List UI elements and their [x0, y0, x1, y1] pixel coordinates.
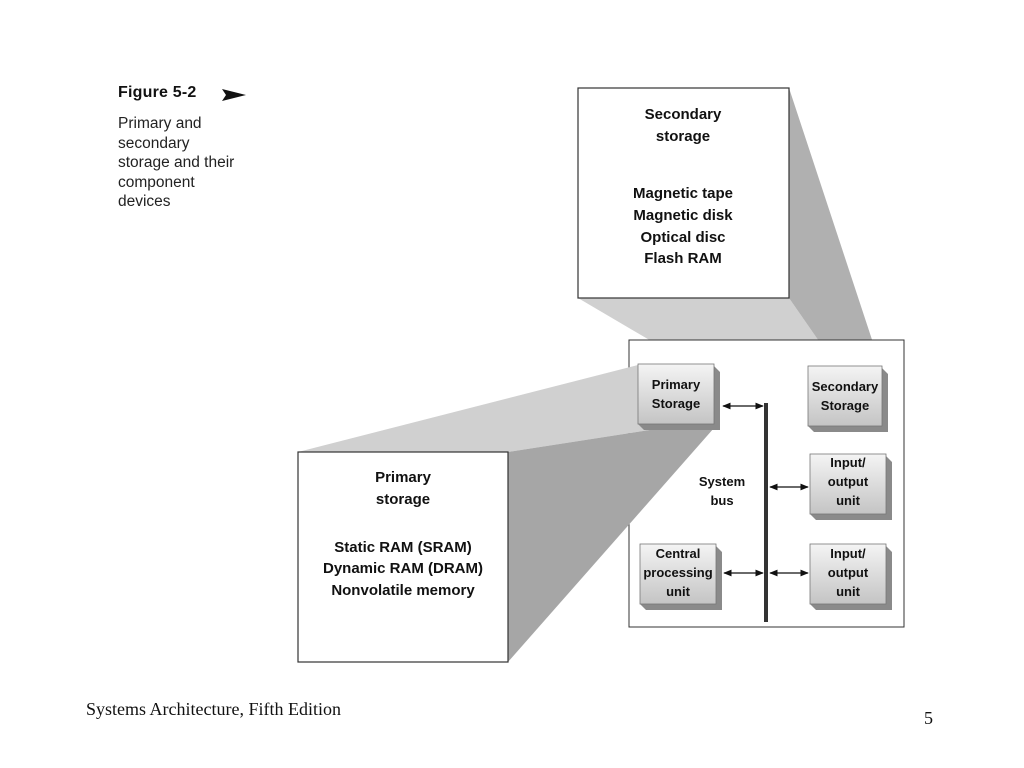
footer-book-title: Systems Architecture, Fifth Edition [86, 699, 341, 719]
cpu-block: Central processing unit [639, 543, 722, 610]
primary-callout-item: Static RAM (SRAM) [334, 539, 472, 556]
cpu-label: unit [666, 584, 690, 599]
secondary-storage-callout [577, 87, 790, 299]
primary-storage-label: Storage [652, 396, 700, 411]
figure-pointer-icon [222, 89, 246, 101]
page-number: 5 [924, 708, 933, 728]
system-bus-label: System [699, 474, 745, 489]
primary-callout-item: Nonvolatile memory [331, 582, 475, 599]
primary-callout-heading: Primary [375, 469, 432, 486]
figure-caption: Primary and secondary storage and their … [118, 114, 278, 212]
cpu-label: Central [656, 546, 701, 561]
primary-callout-item: Dynamic RAM (DRAM) [323, 560, 483, 577]
io-unit-label: output [828, 474, 869, 489]
io-unit-label: unit [836, 493, 860, 508]
cpu-label: processing [643, 565, 712, 580]
secondary-storage-label: Secondary [812, 379, 879, 394]
primary-callout-heading: storage [376, 491, 430, 508]
secondary-callout-heading: storage [656, 128, 710, 145]
primary-storage-callout [297, 451, 509, 663]
primary-storage-block: Primary Storage [637, 363, 720, 430]
io-unit-block: Input/ output unit [809, 543, 892, 610]
primary-storage-label: Primary [652, 377, 701, 392]
io-unit-block: Input/ output unit [809, 453, 892, 520]
secondary-callout-item: Magnetic tape [633, 185, 733, 202]
io-unit-label: Input/ [830, 455, 866, 470]
io-unit-label: unit [836, 584, 860, 599]
secondary-callout-item: Flash RAM [644, 250, 722, 267]
secondary-callout-heading: Secondary [645, 106, 722, 123]
system-bus [764, 403, 768, 622]
primary-projection-dark [508, 420, 714, 662]
caption-line: storage and their [118, 154, 235, 171]
primary-projection-light [298, 365, 714, 452]
caption-line: secondary [118, 134, 190, 152]
secondary-storage-block: Secondary Storage [807, 365, 888, 432]
io-unit-label: output [828, 565, 869, 580]
figure-title: Figure 5-2 [118, 84, 197, 101]
secondary-storage-label: Storage [821, 398, 869, 413]
system-bus-label: bus [710, 493, 733, 508]
io-unit-label: Input/ [830, 546, 866, 561]
secondary-callout-item: Magnetic disk [633, 207, 733, 224]
secondary-callout-item: Optical disc [640, 229, 725, 246]
caption-line: devices [118, 193, 171, 210]
caption-line: Primary and [118, 115, 202, 132]
caption-line: component [118, 173, 195, 191]
